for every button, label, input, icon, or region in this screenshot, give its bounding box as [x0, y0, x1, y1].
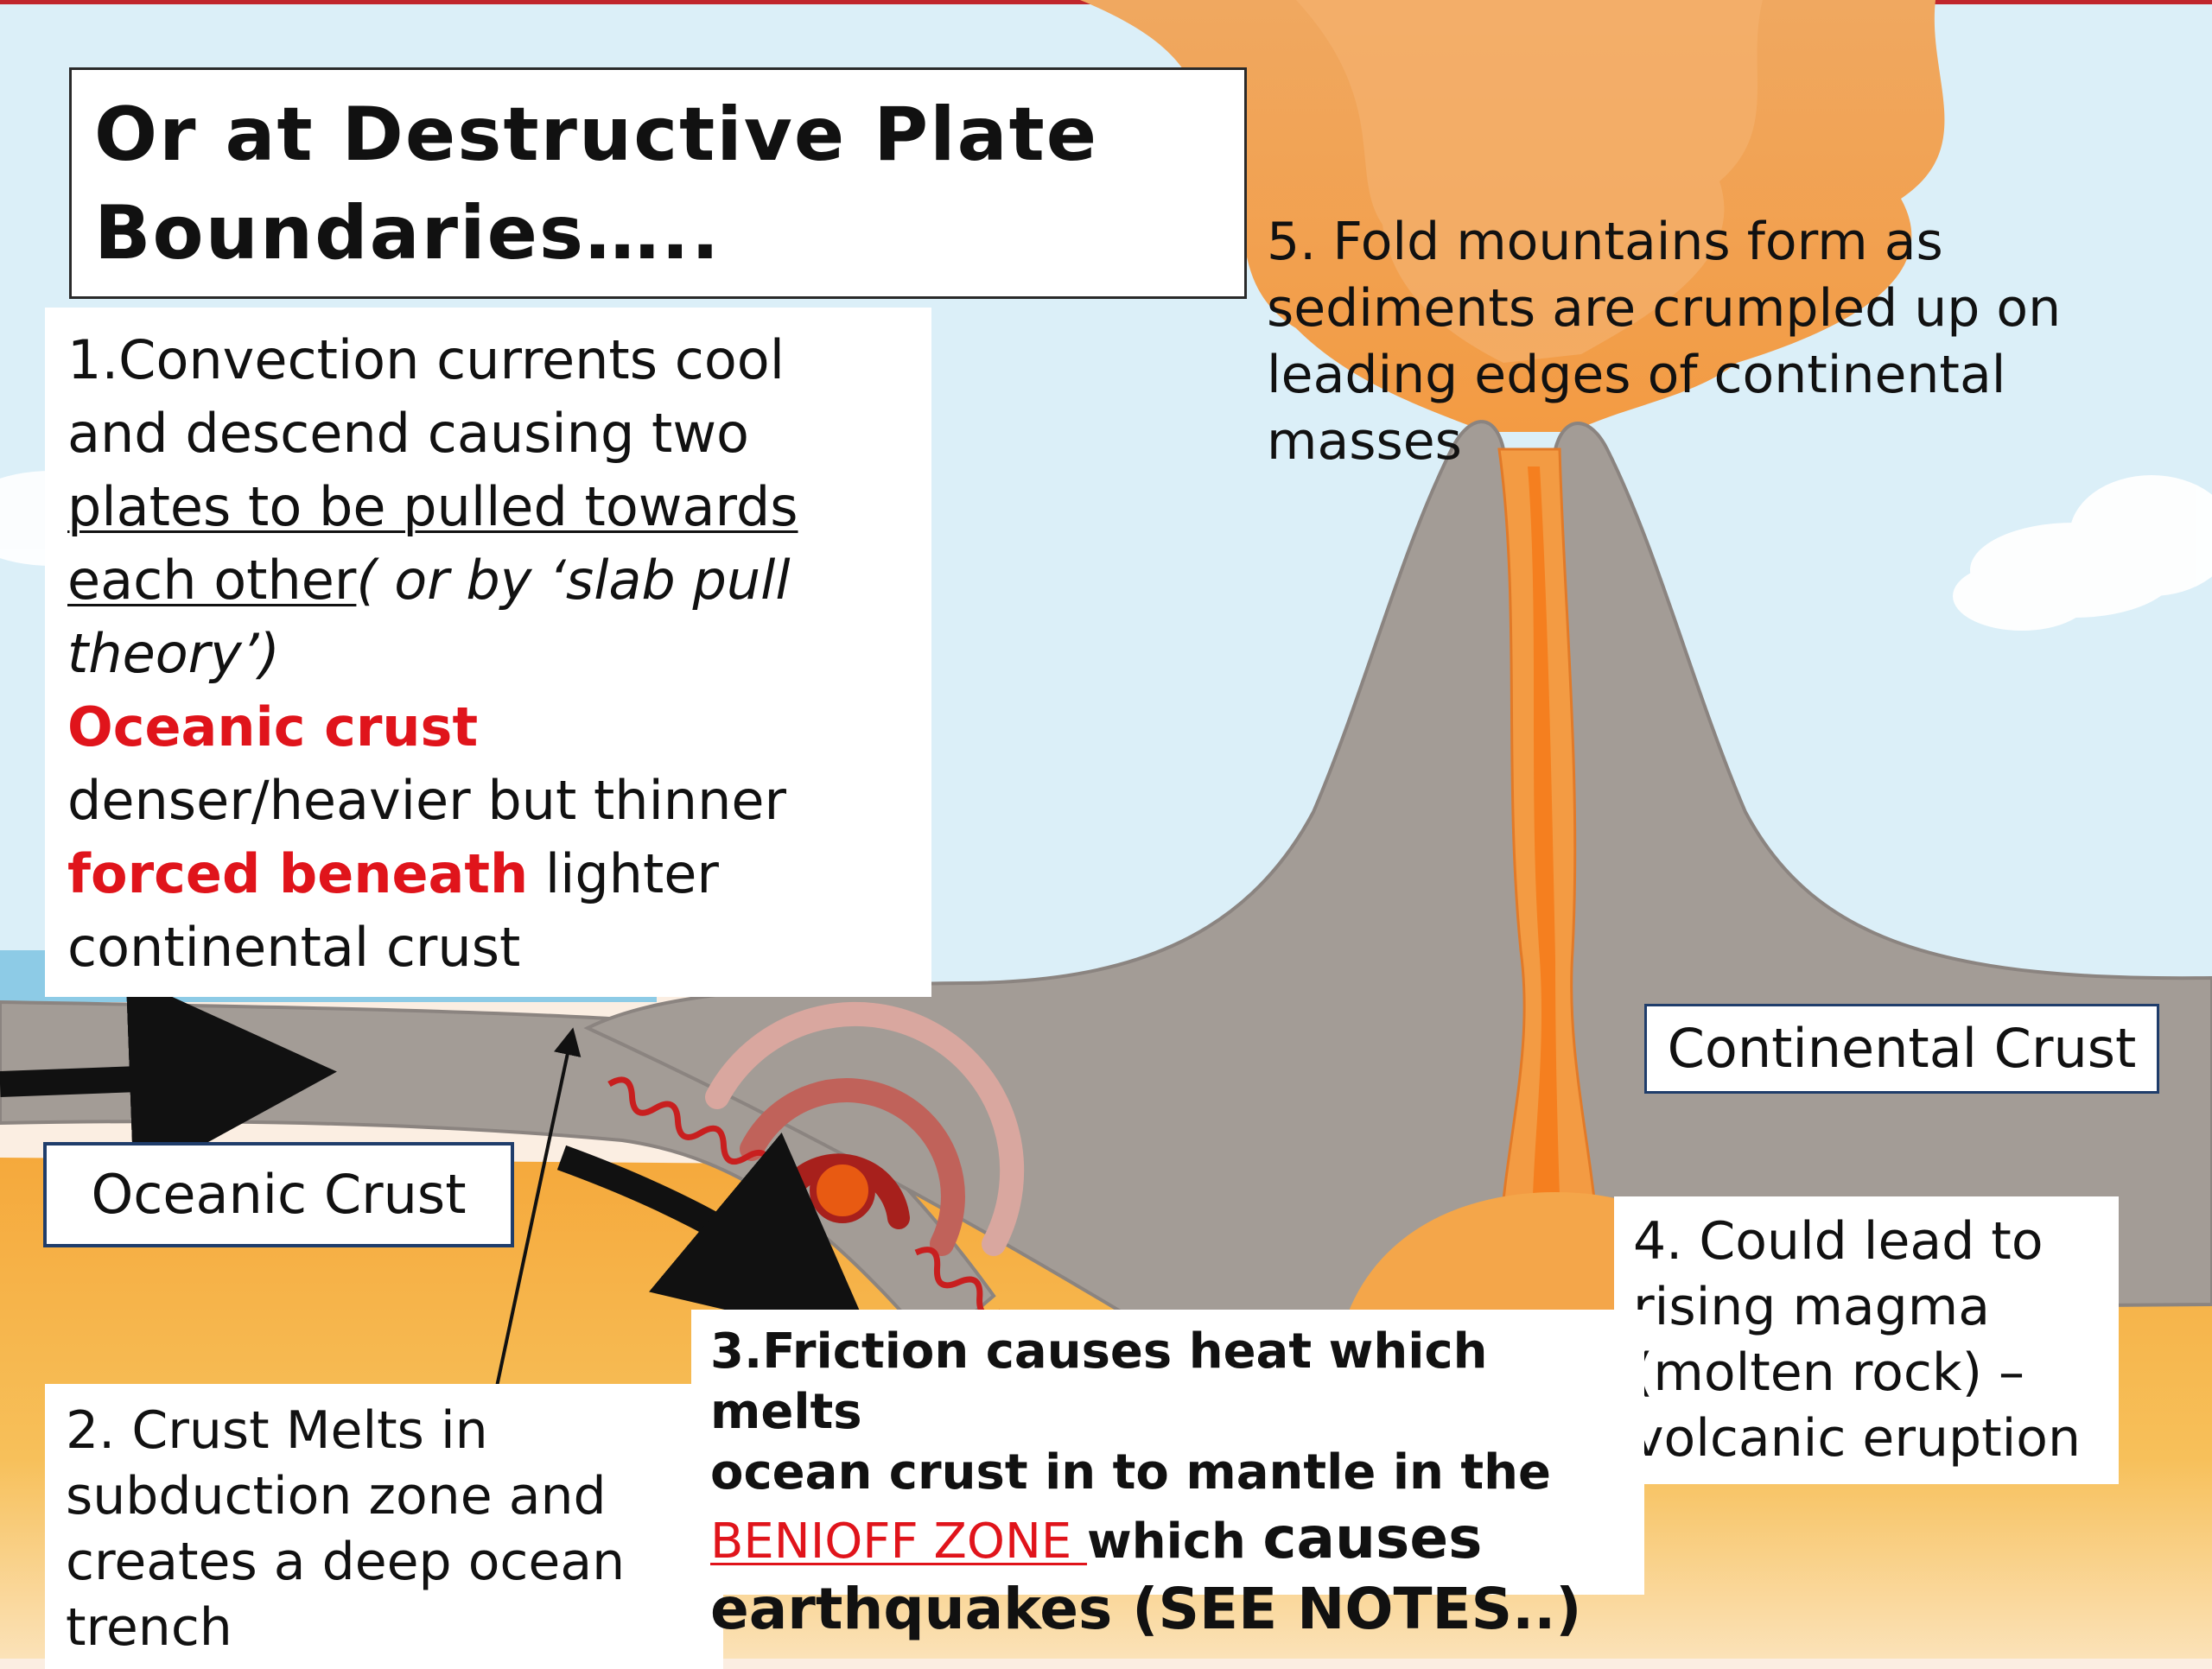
point-2-line-3: creates a deep ocean [66, 1532, 626, 1592]
point-1-line-5: theory’) [67, 622, 280, 685]
point-5-line-4: masses [1267, 411, 1462, 472]
point-3-line-2: ocean crust in to mantle in the [710, 1444, 1551, 1501]
point-3-line-3b: causes [1262, 1505, 1483, 1571]
point-5-line-2: sediments are crumpled up on [1267, 278, 2062, 339]
point-1-line-9: continental crust [67, 916, 521, 979]
friction-squiggle-bottom [914, 1247, 1002, 1318]
point-4-line-2: rising magma [1633, 1277, 1990, 1337]
point-1-line-3: plates to be pulled towards [67, 475, 798, 538]
point-4-line-3: (molten rock) – [1633, 1342, 2025, 1403]
point-1-line-8: lighter [528, 842, 719, 905]
point-5-textbox: 5. Fold mountains form as sediments are … [1260, 209, 2089, 475]
point-3-textbox: 3.Friction causes heat which melts ocean… [691, 1310, 1644, 1642]
point-3-line-4: earthquakes (SEE NOTES..) [710, 1576, 1582, 1642]
trench-pointer-line [495, 1027, 582, 1387]
title-line-2: Boundaries….. [94, 190, 721, 276]
point-1-line-1: 1.Convection currents cool [67, 328, 785, 391]
forced-beneath-emphasis: forced beneath [67, 842, 529, 905]
point-1-textbox: 1.Convection currents cool and descend c… [45, 308, 931, 997]
point-1-line-2: and descend causing two [67, 402, 749, 465]
point-2-textbox: 2. Crust Melts in subduction zone and cr… [45, 1384, 723, 1669]
point-2-line-4: trench [66, 1597, 232, 1658]
point-2-line-1: 2. Crust Melts in [66, 1400, 488, 1461]
point-1-line-4-underlined: each other [67, 549, 357, 612]
point-3-line-1: 3.Friction causes heat which melts [710, 1323, 1488, 1440]
plate-motion-arrow-subduction [556, 1132, 875, 1345]
oceanic-crust-emphasis: Oceanic crust [67, 695, 479, 758]
point-4-textbox: 4. Could lead to rising magma (molten ro… [1614, 1196, 2119, 1484]
plate-motion-arrow-horizontal [0, 975, 337, 1184]
slide-title: Or at Destructive Plate Boundaries….. [69, 67, 1247, 299]
point-1-line-7: denser/heavier but thinner [67, 769, 787, 832]
point-4-line-4: volcanic eruption [1633, 1408, 2082, 1469]
point-4-line-1: 4. Could lead to [1633, 1211, 2044, 1272]
point-5-line-1: 5. Fold mountains form as [1267, 212, 1943, 272]
magma-core [1528, 466, 1564, 1313]
continental-crust-label: Continental Crust [1644, 1004, 2159, 1094]
ash-plume-inner [1296, 0, 1763, 363]
point-3-line-3a: which [1087, 1514, 1263, 1570]
oceanic-crust-label: Oceanic Crust [43, 1142, 514, 1247]
cloud-right [1953, 475, 2212, 631]
point-5-line-3: leading edges of continental [1267, 345, 2006, 405]
point-1-line-4-italic: ( or by ‘slab pull [356, 549, 791, 612]
earthquake-focus [810, 1158, 875, 1223]
point-2-line-2: subduction zone and [66, 1466, 607, 1526]
benioff-zone-link: BENIOFF ZONE [710, 1514, 1088, 1570]
title-line-1: Or at Destructive Plate [94, 92, 1099, 178]
